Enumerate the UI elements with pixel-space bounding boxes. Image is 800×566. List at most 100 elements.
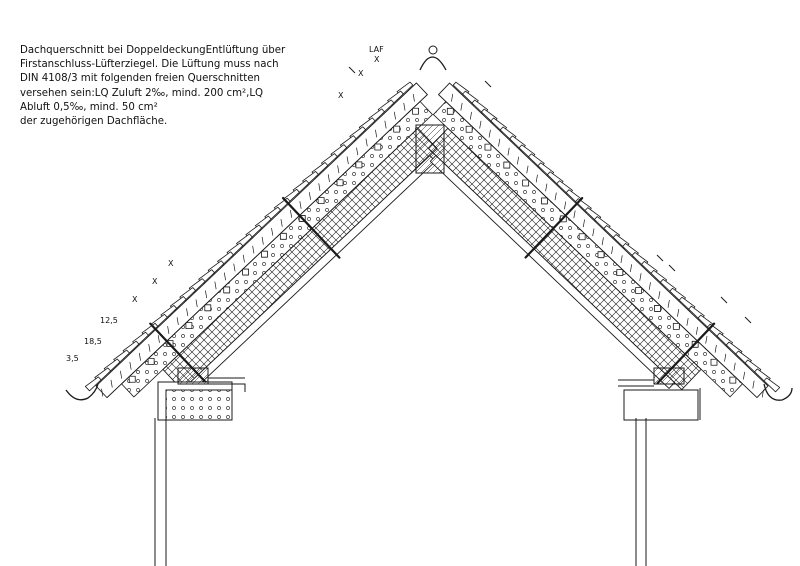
left-batten <box>204 304 212 312</box>
right-batten <box>635 287 643 294</box>
eave-dimension-12-5: 12,5 <box>100 316 118 325</box>
right-batten <box>522 179 530 187</box>
right-tile-hatch <box>469 111 472 120</box>
right-tile-hatch <box>611 246 614 255</box>
dimension-tick <box>348 66 356 74</box>
right-batten <box>578 233 586 241</box>
right-tile-hatch <box>554 192 557 201</box>
right-tile-hatch <box>564 201 567 210</box>
left-roof-tile <box>84 376 102 392</box>
right-tile-hatch <box>686 317 689 326</box>
left-ventilation-layer <box>121 101 433 398</box>
spacing-marker: X <box>152 277 158 286</box>
left-batten <box>336 179 344 187</box>
left-tile-hatch <box>393 111 396 120</box>
right-tile-band <box>438 82 769 399</box>
right-batten <box>446 107 454 115</box>
eave-dimension-18-5: 18,5 <box>84 337 102 346</box>
left-tile-hatch <box>318 183 321 192</box>
ridge-cap-knob <box>428 45 438 55</box>
left-batten <box>279 232 287 240</box>
right-tile-hatch <box>545 183 548 192</box>
left-batten <box>317 197 325 204</box>
left-batten <box>223 286 231 294</box>
right-wall <box>618 367 701 566</box>
left-tile-hatch <box>223 272 226 281</box>
left-tile-hatch <box>252 245 255 254</box>
right-tile-hatch <box>648 282 651 290</box>
left-tile-hatch <box>233 263 236 272</box>
left-tile-hatch <box>412 93 415 102</box>
spacing-marker: X <box>168 259 174 268</box>
description-line: Firstanschluss-Lüfterziegel. Die Lüftung… <box>20 59 279 71</box>
right-slope-joint <box>524 196 584 259</box>
right-tile-hatch <box>743 371 746 380</box>
left-tile-hatch <box>129 361 132 370</box>
left-tile-hatch <box>299 201 302 209</box>
right-tile-hatch <box>630 264 632 272</box>
right-batten <box>729 376 737 384</box>
right-tile-hatch <box>451 93 454 102</box>
left-tile-hatch <box>346 156 349 165</box>
right-tile-hatch <box>639 273 642 281</box>
left-tile-hatch <box>176 317 179 326</box>
left-tile-hatch <box>290 210 293 218</box>
left-rafter-insulation <box>162 127 438 391</box>
right-tile-hatch <box>752 380 755 389</box>
left-tile-hatch <box>375 129 378 138</box>
description-text: Dachquerschnitt bei DoppeldeckungEntlüft… <box>20 44 330 129</box>
left-tile-hatch <box>205 290 208 299</box>
right-batten <box>541 197 548 205</box>
right-batten <box>465 125 473 133</box>
spacing-marker: X <box>338 91 344 100</box>
left-tile-band <box>95 82 428 399</box>
spacing-marker: X <box>358 69 364 78</box>
left-tile-hatch <box>148 343 151 352</box>
right-tile-hatch <box>526 165 529 174</box>
left-tile-hatch <box>261 236 264 245</box>
right-tile-hatch <box>535 174 538 183</box>
right-batten <box>503 161 511 169</box>
right-tile-hatch <box>517 156 519 165</box>
left-tile-hatch <box>120 370 123 379</box>
right-batten <box>672 322 680 330</box>
spacing-marker: X <box>374 55 380 64</box>
left-tile-hatch <box>195 299 198 308</box>
left-tile-hatch <box>138 352 141 361</box>
right-rafter-insulation <box>428 127 702 391</box>
left-tile-hatch <box>365 138 368 147</box>
description-line: der zugehörigen Dachfläche. <box>20 116 168 128</box>
right-tile-hatch <box>507 147 510 156</box>
left-tile-hatch <box>186 308 189 317</box>
right-batten <box>654 305 661 312</box>
right-tile-hatch <box>695 326 698 335</box>
left-tile-hatch <box>271 227 274 236</box>
description-line: DIN 4108/3 mit folgenden freien Querschn… <box>20 73 260 85</box>
left-tile-hatch <box>327 174 330 183</box>
right-tile-hatch <box>488 129 491 138</box>
left-tile-hatch <box>356 147 359 156</box>
right-tile-hatch <box>724 353 727 362</box>
right-tile-hatch <box>761 389 764 398</box>
right-tile-hatch <box>733 362 736 371</box>
left-slope-joint <box>281 196 341 259</box>
left-batten <box>355 161 363 169</box>
right-tile-hatch <box>592 228 595 237</box>
left-batten <box>374 143 382 151</box>
left-tile-hatch <box>384 120 387 129</box>
right-tile-hatch <box>667 300 670 308</box>
left-tile-hatch <box>308 192 311 200</box>
description-line: versehen sein:LQ Zuluft 2‰, mind. 200 cm… <box>20 87 264 99</box>
dimension-tick <box>656 254 664 262</box>
description-line: Abluft 0,5‰, mind. 50 cm² <box>20 101 158 113</box>
right-tile-hatch <box>479 120 482 129</box>
right-tile-hatch <box>498 138 501 147</box>
dimension-tick <box>744 316 752 324</box>
left-gutter <box>65 383 99 401</box>
ridge-purlin <box>415 124 445 174</box>
right-tile-hatch <box>620 255 623 264</box>
right-tile-hatch <box>658 291 661 299</box>
left-batten <box>412 107 419 115</box>
right-batten <box>710 358 718 366</box>
left-batten <box>261 250 268 258</box>
